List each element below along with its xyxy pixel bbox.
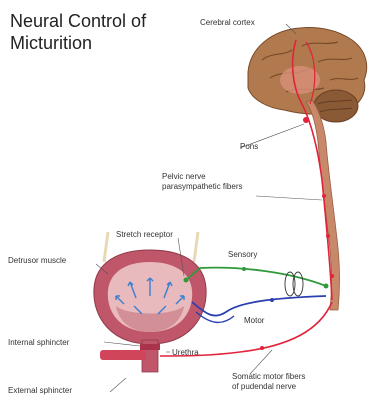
label-cerebral-cortex: Cerebral cortex [200, 18, 255, 28]
pons-node [303, 117, 309, 123]
label-detrusor-muscle: Detrusor muscle [8, 256, 66, 266]
label-somatic-line1: Somatic motor fibers [232, 372, 362, 382]
diagram-title: Neural Control of Micturition [10, 10, 146, 54]
label-pelvic-nerve-line1: Pelvic nerve [162, 172, 282, 182]
label-sensory: Sensory [228, 250, 257, 260]
internal-sphincter-band [140, 344, 160, 350]
label-pelvic-nerve: Pelvic nerve parasympathetic fibers [162, 172, 282, 192]
label-stretch-receptor: Stretch receptor [116, 230, 173, 240]
title-line-2: Micturition [10, 32, 146, 54]
external-sphincter-band [100, 350, 146, 360]
label-somatic-line2: of pudendal nerve [232, 382, 362, 392]
cord-node-2 [326, 234, 330, 238]
label-somatic-motor-fibers: Somatic motor fibers of pudendal nerve [232, 372, 362, 392]
ganglion-loop-2 [293, 272, 303, 296]
label-pons: Pons [240, 142, 258, 152]
label-external-sphincter: External sphincter [8, 386, 72, 396]
cord-node-3 [330, 274, 334, 278]
label-pelvic-nerve-line2: parasympathetic fibers [162, 182, 282, 192]
stretch-receptor-node [184, 278, 189, 283]
label-urethra: Urethra [172, 348, 199, 358]
sensory-pathway [186, 268, 326, 286]
label-motor: Motor [244, 316, 264, 326]
title-line-1: Neural Control of [10, 10, 146, 32]
motor-pathway [192, 296, 326, 316]
cord-node-1 [322, 194, 326, 198]
spinal-cord [306, 100, 340, 310]
label-internal-sphincter: Internal sphincter [8, 338, 69, 348]
